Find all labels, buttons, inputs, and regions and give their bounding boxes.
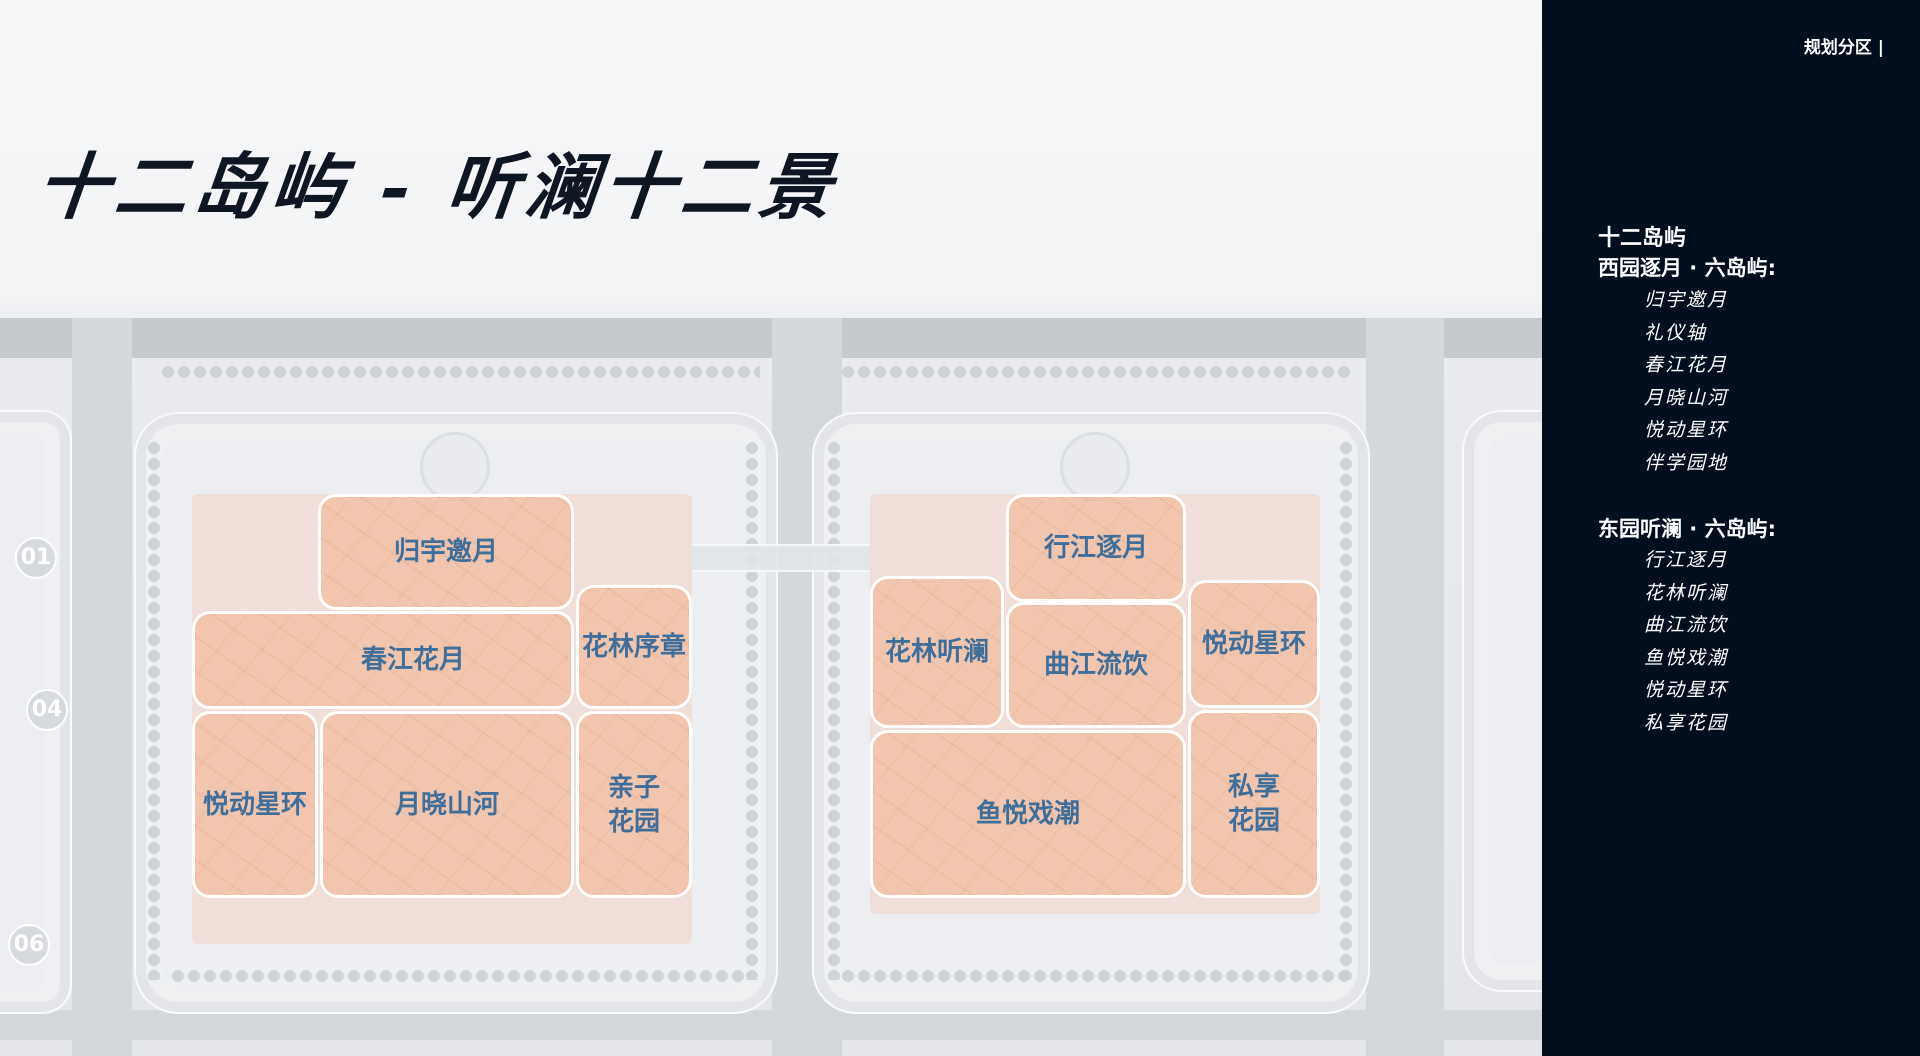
zone-qujiang-liuyin[interactable]: 曲江流饮 bbox=[1006, 602, 1186, 728]
zone-yuedong-xinghuan-east[interactable]: 悦动星环 bbox=[1188, 580, 1320, 708]
site-block-east-edge bbox=[1462, 410, 1542, 992]
east-garden-title: 东园听澜 · 六岛屿: bbox=[1598, 517, 1776, 541]
side-panel: 规划分区 | 十二岛屿 西园逐月 · 六岛屿: 归宇邀月 礼仪轴 春江花月 月晓… bbox=[1542, 0, 1920, 1056]
map-marker-04: 04 bbox=[26, 689, 68, 731]
zone-chunjiang-huayue[interactable]: 春江花月 bbox=[192, 611, 574, 709]
page-title: 十二岛屿 - 听澜十二景 bbox=[32, 144, 842, 229]
tree-row bbox=[160, 364, 760, 380]
zone-hualin-tinglan[interactable]: 花林听澜 bbox=[870, 576, 1004, 728]
plaza-circle bbox=[420, 432, 490, 502]
west-garden-title: 西园逐月 · 六岛屿: bbox=[1598, 256, 1776, 280]
plaza-circle bbox=[1060, 432, 1130, 502]
list-item: 花林听澜 bbox=[1644, 581, 1729, 604]
road-vertical-left bbox=[72, 318, 132, 1056]
list-item: 悦动星环 bbox=[1644, 679, 1729, 702]
zone-yuedong-xinghuan-west[interactable]: 悦动星环 bbox=[192, 711, 318, 898]
list-item: 悦动星环 bbox=[1644, 419, 1729, 442]
zone-yuyue-xichao[interactable]: 鱼悦戏潮 bbox=[870, 730, 1186, 898]
tree-row bbox=[170, 968, 750, 984]
east-island-list: 行江逐月 花林听澜 曲江流饮 鱼悦戏潮 悦动星环 私享花园 bbox=[1644, 544, 1728, 740]
zone-guiyu-yaoyue[interactable]: 归宇邀月 bbox=[318, 494, 574, 610]
map-marker-06: 06 bbox=[8, 924, 50, 966]
list-item: 礼仪轴 bbox=[1644, 321, 1708, 344]
road-horizontal-top bbox=[0, 318, 1542, 358]
list-item: 伴学园地 bbox=[1644, 451, 1729, 474]
west-island-list: 归宇邀月 礼仪轴 春江花月 月晓山河 悦动星环 伴学园地 bbox=[1644, 284, 1728, 480]
list-item: 春江花月 bbox=[1644, 354, 1729, 377]
tree-col bbox=[744, 440, 760, 980]
road-vertical-right bbox=[1366, 318, 1444, 1056]
tree-row bbox=[840, 364, 1350, 380]
tree-col bbox=[146, 440, 162, 980]
road-horizontal-bottom bbox=[0, 1010, 1542, 1040]
list-item: 归宇邀月 bbox=[1644, 289, 1729, 311]
list-item: 曲江流饮 bbox=[1644, 614, 1729, 637]
zone-xingjiang-zhuyue[interactable]: 行江逐月 bbox=[1006, 494, 1186, 602]
list-item: 月晓山河 bbox=[1644, 386, 1729, 409]
connector-bridge bbox=[692, 544, 870, 572]
zone-yuexiao-shanhe[interactable]: 月晓山河 bbox=[320, 711, 574, 898]
site-plan-map: 01 04 06 归宇邀月 春江花月 花林序章 悦动星环 月晓山河 亲子 花园 … bbox=[0, 0, 1542, 1056]
list-item: 鱼悦戏潮 bbox=[1644, 646, 1729, 669]
list-item: 行江逐月 bbox=[1644, 549, 1729, 571]
list-item: 私享花园 bbox=[1644, 711, 1729, 734]
tree-col bbox=[1338, 440, 1354, 980]
zone-hualin-xuzhang[interactable]: 花林序章 bbox=[576, 585, 692, 709]
zone-sixiang-huayuan[interactable]: 私享 花园 bbox=[1188, 710, 1320, 898]
tree-row bbox=[840, 968, 1350, 984]
panel-heading: 十二岛屿 bbox=[1598, 226, 1687, 251]
tree-col bbox=[826, 440, 842, 980]
map-marker-01: 01 bbox=[15, 537, 57, 579]
section-badge: 规划分区 | bbox=[1803, 38, 1884, 58]
zone-qinzi-huayuan[interactable]: 亲子 花园 bbox=[576, 711, 692, 898]
